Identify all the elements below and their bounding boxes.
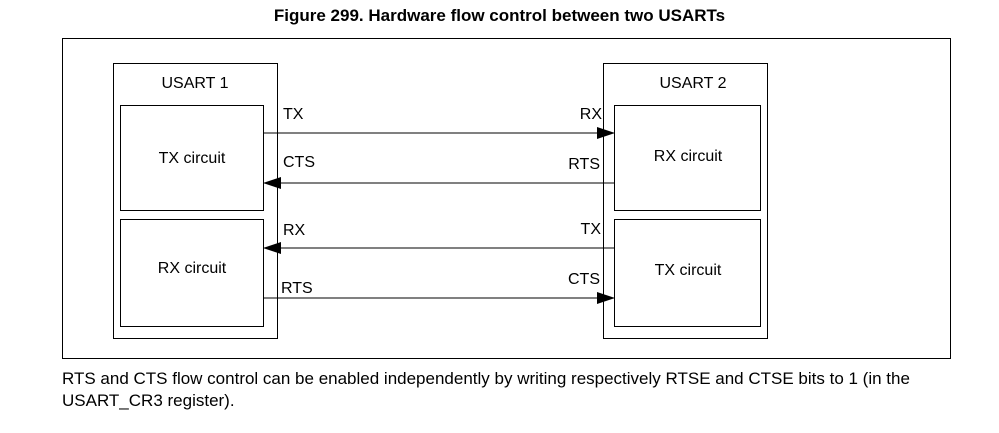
u1-rts-label: RTS	[281, 280, 313, 297]
u2-tx-label: TX	[581, 221, 602, 238]
usart1-label: USART 1	[162, 75, 229, 92]
u2-cts-label: CTS	[568, 271, 600, 288]
usart2-box	[603, 63, 768, 339]
u1-rx-label: RX	[283, 222, 306, 239]
u1-cts-label: CTS	[283, 154, 315, 171]
figure-frame	[62, 38, 951, 359]
usart2-label: USART 2	[660, 75, 727, 92]
figure-title: Figure 299. Hardware flow control betwee…	[273, 6, 726, 25]
flow-control-diagram: USART 1 TX circuit RX circuit USART 2 RX…	[62, 38, 951, 359]
usart2-tx-circuit-box	[614, 219, 761, 327]
usart2-rx-circuit-box	[614, 105, 761, 211]
usart1-rx-circuit-box	[120, 219, 264, 327]
caption-text: RTS and CTS flow control can be enabled …	[62, 369, 910, 410]
usart1-rx-circuit-label: RX circuit	[158, 260, 227, 277]
usart2-rx-circuit-label: RX circuit	[654, 148, 723, 165]
usart1-box	[113, 63, 278, 339]
u2-rts-label: RTS	[568, 156, 600, 173]
u2-rx-label: RX	[580, 106, 603, 123]
u1-tx-label: TX	[283, 106, 304, 123]
usart1-tx-circuit-label: TX circuit	[159, 150, 226, 167]
usart1-tx-circuit-box	[120, 105, 264, 211]
usart2-tx-circuit-label: TX circuit	[655, 262, 722, 279]
